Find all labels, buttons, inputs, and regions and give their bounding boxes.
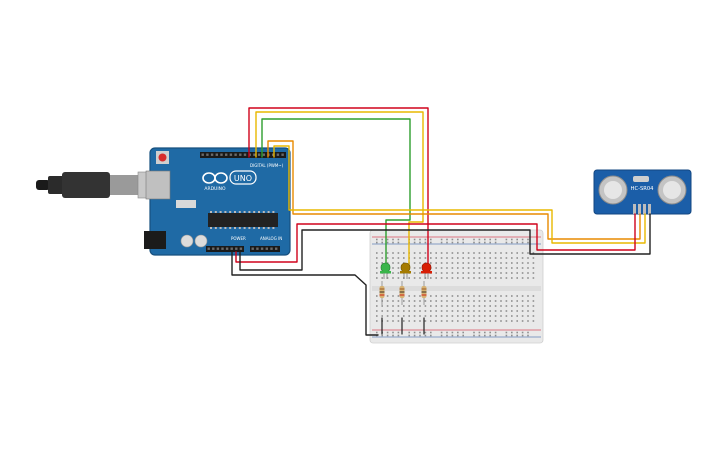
wire-red-led[interactable]	[248, 107, 429, 266]
power-pin-header[interactable]	[206, 246, 244, 252]
transducer-left	[598, 175, 628, 205]
power-header-label: POWER	[231, 236, 246, 241]
transducer-right	[657, 175, 687, 205]
arduino-model-label: UNO	[234, 174, 252, 183]
crystal	[176, 200, 196, 208]
resistor[interactable]	[379, 281, 385, 305]
wire-black-gnd-rail[interactable]	[231, 251, 379, 336]
wire-red-vcc[interactable]	[235, 213, 636, 263]
capacitor	[194, 234, 208, 248]
wire-black-gnd[interactable]	[239, 213, 651, 271]
led-yellow[interactable]	[400, 262, 411, 279]
resistor[interactable]	[421, 281, 427, 305]
capacitor	[180, 234, 194, 248]
reset-button-icon[interactable]	[156, 151, 169, 164]
arduino-logo-icon	[202, 172, 228, 184]
hc-sr04-sensor[interactable]: HC-SR04	[593, 169, 692, 215]
digital-pin-header[interactable]	[200, 152, 286, 158]
crystal	[633, 176, 649, 182]
sensor-model-label: HC-SR04	[631, 186, 655, 192]
digital-header-label: DIGITAL (PWM~)	[250, 163, 284, 168]
wire-green-led[interactable]	[261, 118, 411, 266]
breadboard[interactable]	[369, 229, 544, 344]
led-green[interactable]	[380, 262, 391, 279]
analog-header-label: ANALOG IN	[260, 236, 282, 241]
analog-pin-header[interactable]	[250, 246, 280, 252]
arduino-uno-board[interactable]: ARDUINO UNO DIGITAL (PWM~) POWER ANALOG …	[144, 147, 291, 256]
sensor-pin-header[interactable]	[633, 204, 651, 214]
usb-port	[145, 170, 171, 200]
atmega-chip	[208, 213, 278, 227]
wire-orange-trig[interactable]	[267, 140, 641, 240]
led-red[interactable]	[421, 262, 432, 279]
power-jack	[144, 231, 166, 249]
arduino-brand-label: ARDUINO	[204, 186, 226, 192]
wire-yellow-echo[interactable]	[273, 145, 646, 244]
resistor[interactable]	[399, 281, 405, 305]
wire-yellow-led[interactable]	[255, 111, 424, 266]
